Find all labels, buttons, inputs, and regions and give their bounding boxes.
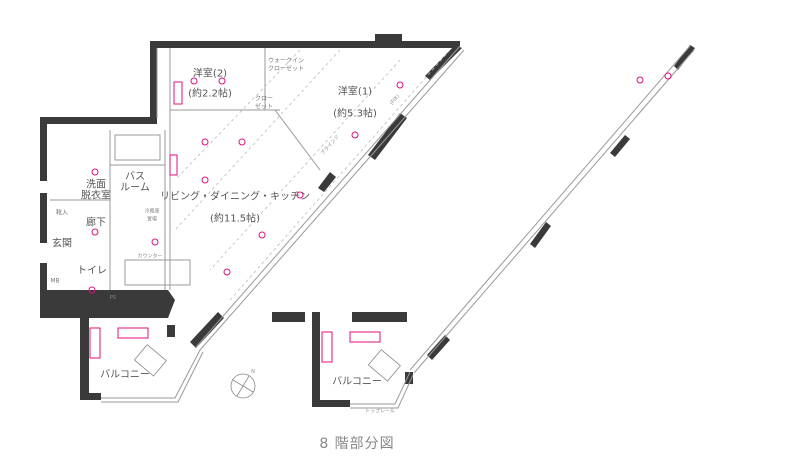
fixtures-pink [88,72,672,363]
bath-label-1: バス [125,171,145,183]
outer-lines-upper-unit [350,45,695,409]
shoe-storage-label: 靴入 [55,209,69,217]
hallway-label: 廊下 [86,217,106,229]
mb-label: MB [50,277,60,285]
dashed-guides [174,49,451,301]
toilet-label: トイレ [77,265,107,277]
top-rail-label: トップレール [364,408,396,415]
plan-caption: 8 階部分図 [319,436,395,452]
washroom-label-1: 洗面 [86,179,106,191]
balcony-main-label: バルコニー [100,369,150,381]
balcony-units [133,344,401,382]
walkin-closet-label-1: ウォークイン [267,57,305,65]
washroom-label-2: 脱衣室 [81,190,111,202]
balcony-upper-label: バルコニー [332,376,382,388]
walkin-closet-label-2: クローゼット [267,65,305,73]
north-compass [230,373,256,399]
room-western2-size: (約2.2帖) [188,88,232,100]
room-western1-name: 洋室(1) [337,86,373,98]
closet-label-2: ゼット [254,103,274,111]
walls-upper-unit [272,45,695,407]
north-label: N [251,369,255,375]
outer-lines-main-unit [50,45,465,403]
fridge-label-1: 冷蔵庫 [144,208,160,215]
room-ldk-name: リビング・ダイニング・キッチン [160,191,310,203]
ps-label: PS [109,295,117,301]
room-ldk-size: (約11.5帖) [209,213,261,225]
room-western1-size: (約5.3帖) [333,108,377,120]
entrance-label: 玄関 [52,238,72,250]
counter-label: カウンター [137,253,163,260]
fridge-label-2: 置場 [146,216,158,223]
closet-label-1: クロー [254,95,274,103]
room-western2-name: 洋室(2) [192,68,228,80]
bath-label-2: ルーム [120,182,150,194]
